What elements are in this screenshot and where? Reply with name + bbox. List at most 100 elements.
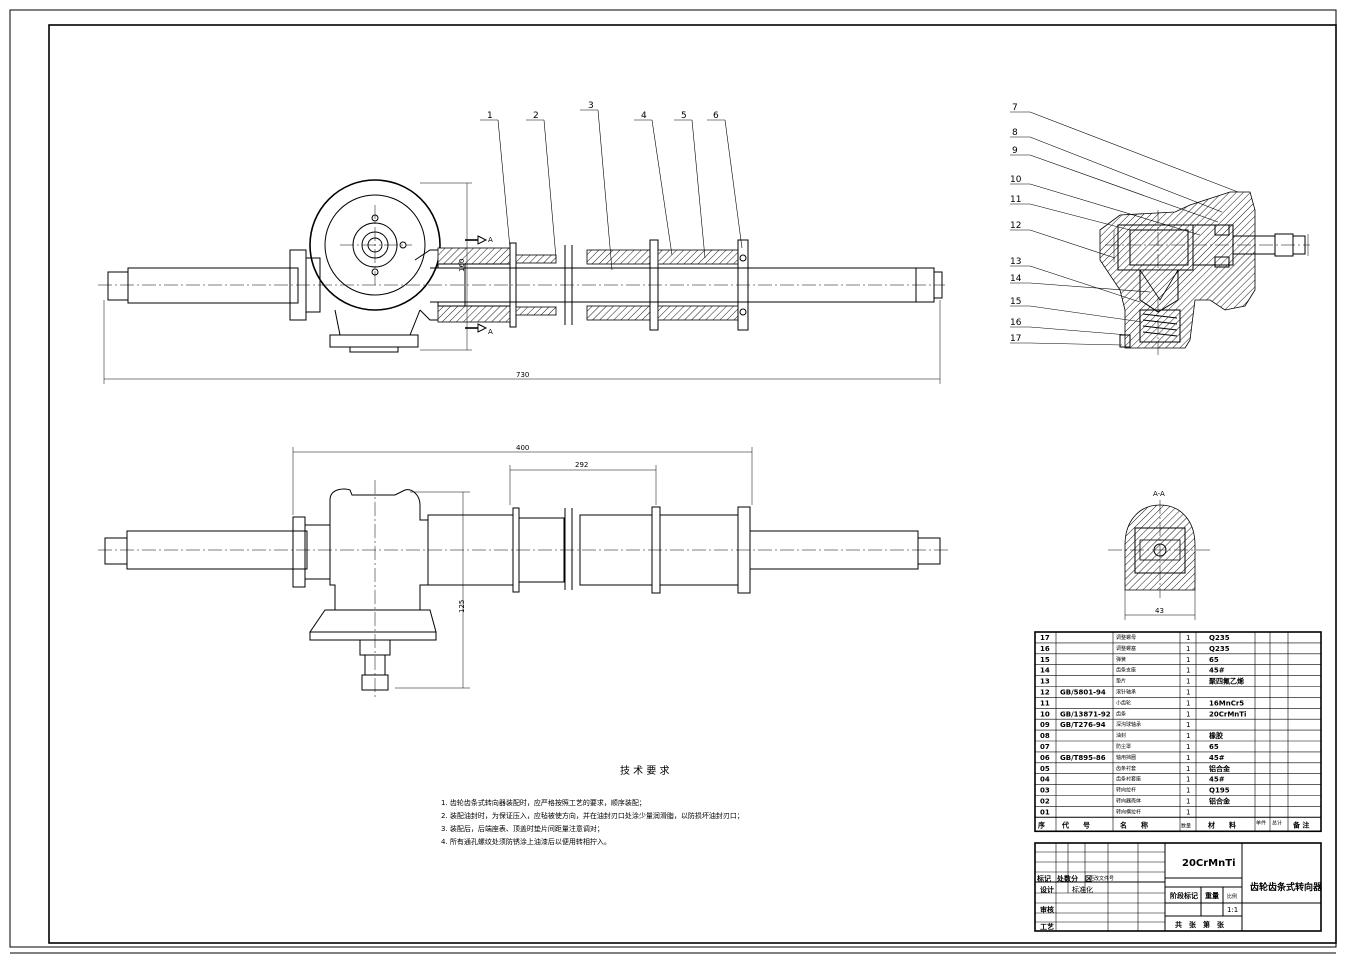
bom-row-qty: 1 xyxy=(1186,634,1190,642)
dimension-160: 160 xyxy=(420,182,472,351)
balloon-15: 15 xyxy=(1010,297,1021,307)
dim-160-text: 160 xyxy=(458,259,466,272)
bom-row-qty: 1 xyxy=(1186,678,1190,686)
bom-row-qty: 1 xyxy=(1186,656,1190,664)
bom-row-qty: 1 xyxy=(1186,776,1190,784)
bom-row-material: 铝合金 xyxy=(1209,797,1231,806)
bom-row-no: 17 xyxy=(1040,634,1050,642)
bom-row-no: 08 xyxy=(1040,732,1050,740)
bom-row-material: 20CrMnTi xyxy=(1209,710,1246,718)
bom-row-qty: 1 xyxy=(1186,645,1190,653)
tb-review: 审核 xyxy=(1040,905,1054,914)
bom-row-name: 齿条 xyxy=(1116,710,1126,717)
balloon-7: 7 xyxy=(1012,103,1018,113)
tb-scale: 1:1 xyxy=(1227,906,1238,914)
balloon-4: 4 xyxy=(641,111,647,121)
bom-row-material: 45# xyxy=(1209,776,1225,784)
balloon-13: 13 xyxy=(1010,257,1021,267)
bom-row-material: 聚四氟乙烯 xyxy=(1208,677,1244,686)
tb-sheets: 共 张 第 张 xyxy=(1175,920,1225,929)
bom-header-unit-weight: 单件 xyxy=(1256,819,1266,826)
bom-row-no: 15 xyxy=(1040,656,1050,664)
dim-43-text: 43 xyxy=(1155,607,1164,615)
bom-row-code: GB/5801-94 xyxy=(1060,689,1106,697)
bom-row-name: 转向横拉杆 xyxy=(1116,808,1141,815)
bom-header-name: 名 称 xyxy=(1120,820,1148,829)
bom-row-no: 07 xyxy=(1040,743,1050,751)
tb-stage-mark: 阶段标记 xyxy=(1170,891,1198,900)
tb-material: 20CrMnTi xyxy=(1182,858,1236,869)
tb-zone: 分 区 xyxy=(1071,874,1092,883)
bom-row-no: 05 xyxy=(1040,765,1050,773)
bom-row-name: 齿条衬套座 xyxy=(1116,776,1141,783)
bom-row-material: 45# xyxy=(1209,667,1225,675)
tech-req-item-3: 3. 装配后，后端座表、顶盖时垫片间距量注意调对； xyxy=(441,824,604,833)
tb-process: 工艺 xyxy=(1040,922,1054,931)
balloon-9: 9 xyxy=(1012,146,1018,156)
balloon-6: 6 xyxy=(713,111,719,121)
bom-row-no: 03 xyxy=(1040,787,1050,795)
tb-mark: 标记 xyxy=(1036,874,1051,883)
bom-row-code: GB/13871-92 xyxy=(1060,710,1111,718)
section-a-a: A-A 43 xyxy=(1108,490,1212,620)
bom-row-qty: 1 xyxy=(1186,808,1190,816)
bom-header-qty: 数量 xyxy=(1181,822,1191,829)
balloon-17: 17 xyxy=(1010,334,1021,344)
tb-standardize: 标准化 xyxy=(1072,885,1093,894)
dim-400-text: 400 xyxy=(516,444,529,452)
bom-row-material: 16MnCr5 xyxy=(1209,699,1244,707)
bom-row-no: 04 xyxy=(1040,776,1050,784)
bottom-view xyxy=(98,480,950,700)
bom-row-no: 12 xyxy=(1040,689,1050,697)
dim-292-text: 292 xyxy=(575,461,588,469)
dim-125-text: 125 xyxy=(458,600,466,613)
bom-row-name: 转向器壳体 xyxy=(1116,798,1141,805)
bom-row-no: 02 xyxy=(1040,798,1050,806)
bom-header-no: 序 xyxy=(1037,820,1045,829)
balloon-14: 14 xyxy=(1010,274,1022,284)
tb-scale-label: 比例 xyxy=(1227,893,1237,900)
bom-row-material: Q235 xyxy=(1209,645,1230,653)
section-a-a-title: A-A xyxy=(1153,490,1165,498)
bom-row-name: 垫片 xyxy=(1116,678,1126,685)
bom-row-no: 09 xyxy=(1040,721,1050,729)
balloon-11: 11 xyxy=(1010,195,1021,205)
tb-weight: 重量 xyxy=(1205,891,1219,900)
title-block: 20CrMnTi 齿轮齿条式转向器 标记 处数 分 区 更改文件号 设计 标准化… xyxy=(1034,842,1323,932)
tb-change-doc: 更改文件号 xyxy=(1089,875,1114,882)
balloon-10: 10 xyxy=(1010,175,1022,185)
section-cut-mark-top: A xyxy=(488,236,493,244)
bom-row-qty: 1 xyxy=(1186,787,1190,795)
bom-row-name: 齿条支座 xyxy=(1116,667,1136,674)
bom-row-code: GB/T895-86 xyxy=(1060,754,1106,762)
bom-row-name: 调整螺塞 xyxy=(1116,645,1136,652)
bom-row-qty: 1 xyxy=(1186,743,1190,751)
tb-design: 设计 xyxy=(1040,885,1054,894)
bom-row-name: 小齿轮 xyxy=(1116,699,1131,706)
bom-header-material: 材 料 xyxy=(1207,820,1236,829)
balloon-12: 12 xyxy=(1010,221,1021,231)
top-section-view: A A xyxy=(98,179,945,353)
bom-header-note: 备 注 xyxy=(1292,820,1309,829)
inner-frame xyxy=(48,24,1337,944)
bom-row-code: GB/T276-94 xyxy=(1060,721,1106,729)
bom-row-qty: 1 xyxy=(1186,732,1190,740)
bom-row-qty: 1 xyxy=(1186,699,1190,707)
bom-row-name: 齿条衬套 xyxy=(1116,765,1136,772)
bom-row-name: 油封 xyxy=(1116,732,1126,739)
bom-row-no: 11 xyxy=(1040,699,1050,707)
bom-row-material: 65 xyxy=(1209,743,1219,751)
bom-row-qty: 1 xyxy=(1186,765,1190,773)
tb-drawing-name: 齿轮齿条式转向器 xyxy=(1250,881,1323,893)
balloon-group-top: 1 2 3 4 5 6 xyxy=(480,101,743,271)
tech-req-item-4: 4. 所有通孔螺纹处须防锈涂上油漆后以便用转相拧入。 xyxy=(441,837,611,846)
tb-count: 处数 xyxy=(1056,874,1072,883)
bom-row-no: 14 xyxy=(1040,667,1050,675)
bom-row-material: 铝合金 xyxy=(1209,764,1231,773)
bom-row-no: 01 xyxy=(1040,808,1050,816)
tech-req-title: 技 术 要 求 xyxy=(620,764,670,777)
bom-row-no: 10 xyxy=(1040,710,1050,718)
